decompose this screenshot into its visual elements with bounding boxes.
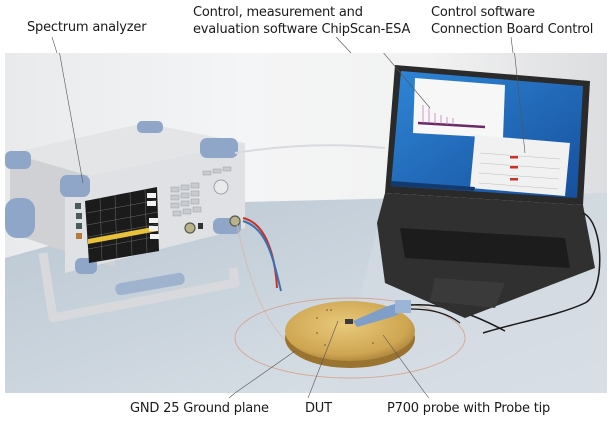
spectrum-analyzer: [5, 121, 245, 323]
leader-lines-bottom: [228, 393, 430, 399]
dut-chip: [345, 319, 353, 324]
label-chipscan-line2: evaluation software ChipScan-ESA: [193, 22, 411, 37]
setup-illustration: [5, 53, 607, 393]
label-dut: DUT: [305, 401, 332, 416]
leader-lines: [59, 53, 526, 393]
label-spectrum-analyzer: Spectrum analyzer: [27, 20, 147, 35]
setup-photo: [5, 53, 607, 393]
label-control-software-line1: Control software: [431, 5, 535, 20]
label-chipscan-line1: Control, measurement and: [193, 5, 363, 20]
leader-lines-top: [51, 36, 514, 54]
label-probe: P700 probe with Probe tip: [387, 401, 551, 416]
laptop: [377, 65, 601, 334]
label-ground-plane: GND 25 Ground plane: [130, 401, 269, 416]
label-control-software-line2: Connection Board Control: [431, 22, 594, 37]
